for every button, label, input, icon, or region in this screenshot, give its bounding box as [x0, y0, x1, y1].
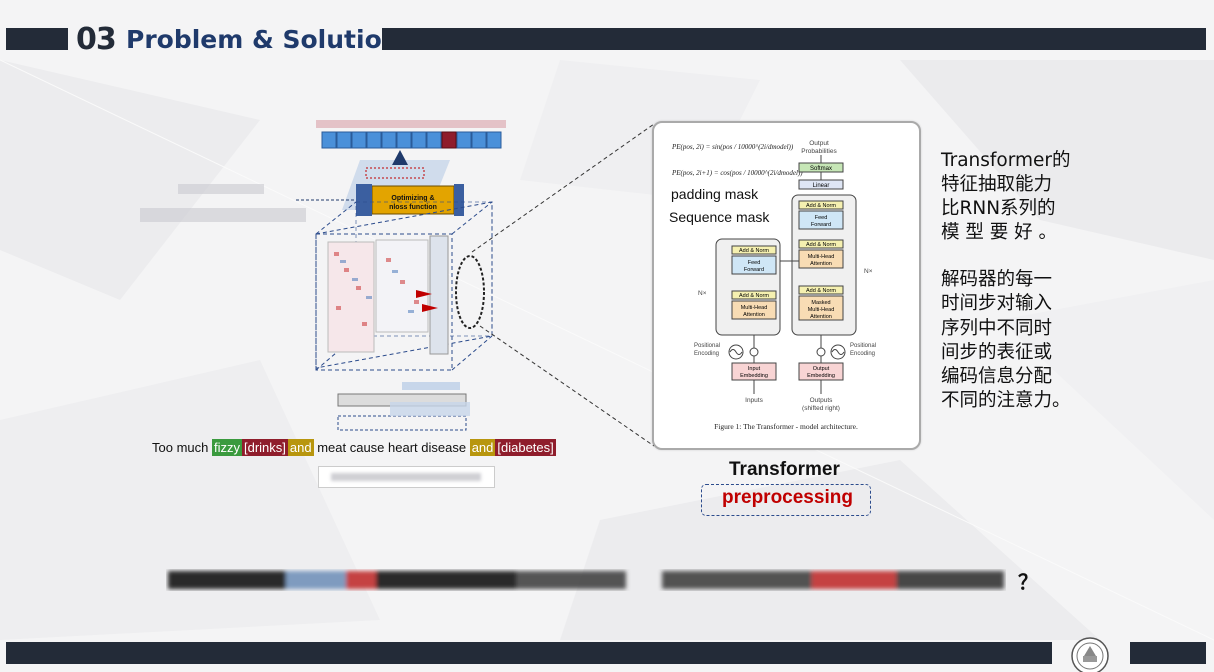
- svg-text:N×: N×: [864, 268, 873, 275]
- preprocessing-label: preprocessing: [722, 487, 853, 508]
- svg-text:(shifted right): (shifted right): [802, 405, 840, 412]
- transformer-architecture-figure: PE(pos, 2i) = sin(pos / 10000^(2i/dmodel…: [652, 121, 921, 450]
- figure-caption: Figure 1: The Transformer - model archit…: [714, 422, 858, 431]
- transformer-label: Transformer: [729, 459, 840, 480]
- side-text-p2-line6: 不同的注意力。: [941, 390, 1071, 411]
- sentence-prefix: Too much: [152, 440, 212, 455]
- optimizing-box-label: Optimizing &: [391, 195, 434, 202]
- svg-text:Add & Norm: Add & Norm: [739, 248, 769, 254]
- pe-formula-1: PE(pos, 2i) = sin(pos / 10000^(2i/dmodel…: [671, 143, 794, 151]
- pe-formula-2: PE(pos, 2i+1) = cos(pos / 10000^(2i/dmod…: [671, 169, 803, 177]
- svg-text:Input: Input: [748, 366, 761, 372]
- svg-text:Masked: Masked: [811, 300, 830, 306]
- svg-text:Inputs: Inputs: [745, 397, 763, 404]
- svg-text:N×: N×: [698, 290, 707, 297]
- sequence-mask-label: Sequence mask: [669, 209, 770, 225]
- svg-text:Feed: Feed: [815, 215, 828, 221]
- input-token-row: [337, 393, 470, 431]
- svg-text:Encoding: Encoding: [694, 351, 719, 357]
- attention-diagram: Optimizing & nloss function: [140, 120, 506, 431]
- token-drinks: [drinks]: [241, 439, 288, 456]
- svg-text:Attention: Attention: [810, 261, 832, 267]
- side-text-p1-line1: Transformer的: [941, 150, 1071, 171]
- linear-block: Linear: [813, 183, 830, 189]
- question-mark: ？: [1018, 572, 1038, 594]
- side-text-p2-line4: 间步的表征或: [941, 342, 1053, 363]
- preprocessing-box: [701, 484, 871, 516]
- slide-title: Problem & Solution: [126, 25, 400, 54]
- side-text-p2-line1: 解码器的每一: [941, 269, 1053, 290]
- svg-text:Probabilities: Probabilities: [801, 148, 837, 155]
- svg-text:Output: Output: [813, 366, 830, 372]
- university-seal-icon: [1071, 637, 1109, 672]
- svg-text:Add & Norm: Add & Norm: [806, 203, 836, 209]
- token-and-2: and: [469, 439, 496, 456]
- side-text-p1-line2: 特征抽取能力: [941, 174, 1053, 195]
- svg-text:Positional: Positional: [694, 343, 720, 349]
- padding-mask-label: padding mask: [671, 186, 759, 202]
- blurred-question-text: [168, 571, 1004, 589]
- side-text-p2-line3: 序列中不同时: [941, 318, 1053, 339]
- side-text-p2-line2: 时间步对输入: [941, 293, 1053, 314]
- svg-text:Feed: Feed: [748, 260, 761, 266]
- softmax-block: Softmax: [810, 166, 832, 172]
- example-sentence: Too much fizzy[drinks]and meat cause hea…: [152, 439, 556, 456]
- svg-text:Multi-Head: Multi-Head: [808, 307, 835, 313]
- sentence-middle: meat cause heart disease: [313, 440, 470, 455]
- svg-text:nloss function: nloss function: [389, 204, 437, 211]
- svg-text:Embedding: Embedding: [740, 373, 768, 379]
- footer-bar-left: [6, 642, 1052, 664]
- side-text-p1-line4: 模 型 要 好 。: [941, 222, 1058, 243]
- side-text-p1-line3: 比RNN系列的: [941, 198, 1056, 219]
- output-token-row: [321, 131, 502, 149]
- svg-text:Add & Norm: Add & Norm: [739, 293, 769, 299]
- side-text-p2-line5: 编码信息分配: [941, 366, 1053, 387]
- slide-number: 03: [76, 22, 117, 57]
- svg-text:Attention: Attention: [743, 312, 765, 318]
- svg-text:Positional: Positional: [850, 343, 876, 349]
- svg-text:Encoding: Encoding: [850, 351, 875, 357]
- token-fizzy: fizzy: [211, 439, 242, 456]
- svg-text:Add & Norm: Add & Norm: [806, 288, 836, 294]
- svg-text:Outputs: Outputs: [810, 397, 834, 404]
- svg-text:Forward: Forward: [811, 222, 831, 228]
- header-bar-right: [382, 28, 1206, 50]
- svg-text:Forward: Forward: [744, 267, 764, 273]
- token-diabetes: [diabetes]: [495, 439, 556, 456]
- token-and-1: and: [287, 439, 314, 456]
- footer-bar-right: [1130, 642, 1206, 664]
- svg-text:Add & Norm: Add & Norm: [806, 242, 836, 248]
- svg-text:Attention: Attention: [810, 314, 832, 320]
- svg-text:Output: Output: [809, 140, 829, 147]
- header-bar-left: [6, 28, 68, 50]
- svg-text:Multi-Head: Multi-Head: [741, 305, 768, 311]
- blurred-caption-box: [318, 466, 495, 488]
- svg-text:Embedding: Embedding: [807, 373, 835, 379]
- svg-text:Multi-Head: Multi-Head: [808, 254, 835, 260]
